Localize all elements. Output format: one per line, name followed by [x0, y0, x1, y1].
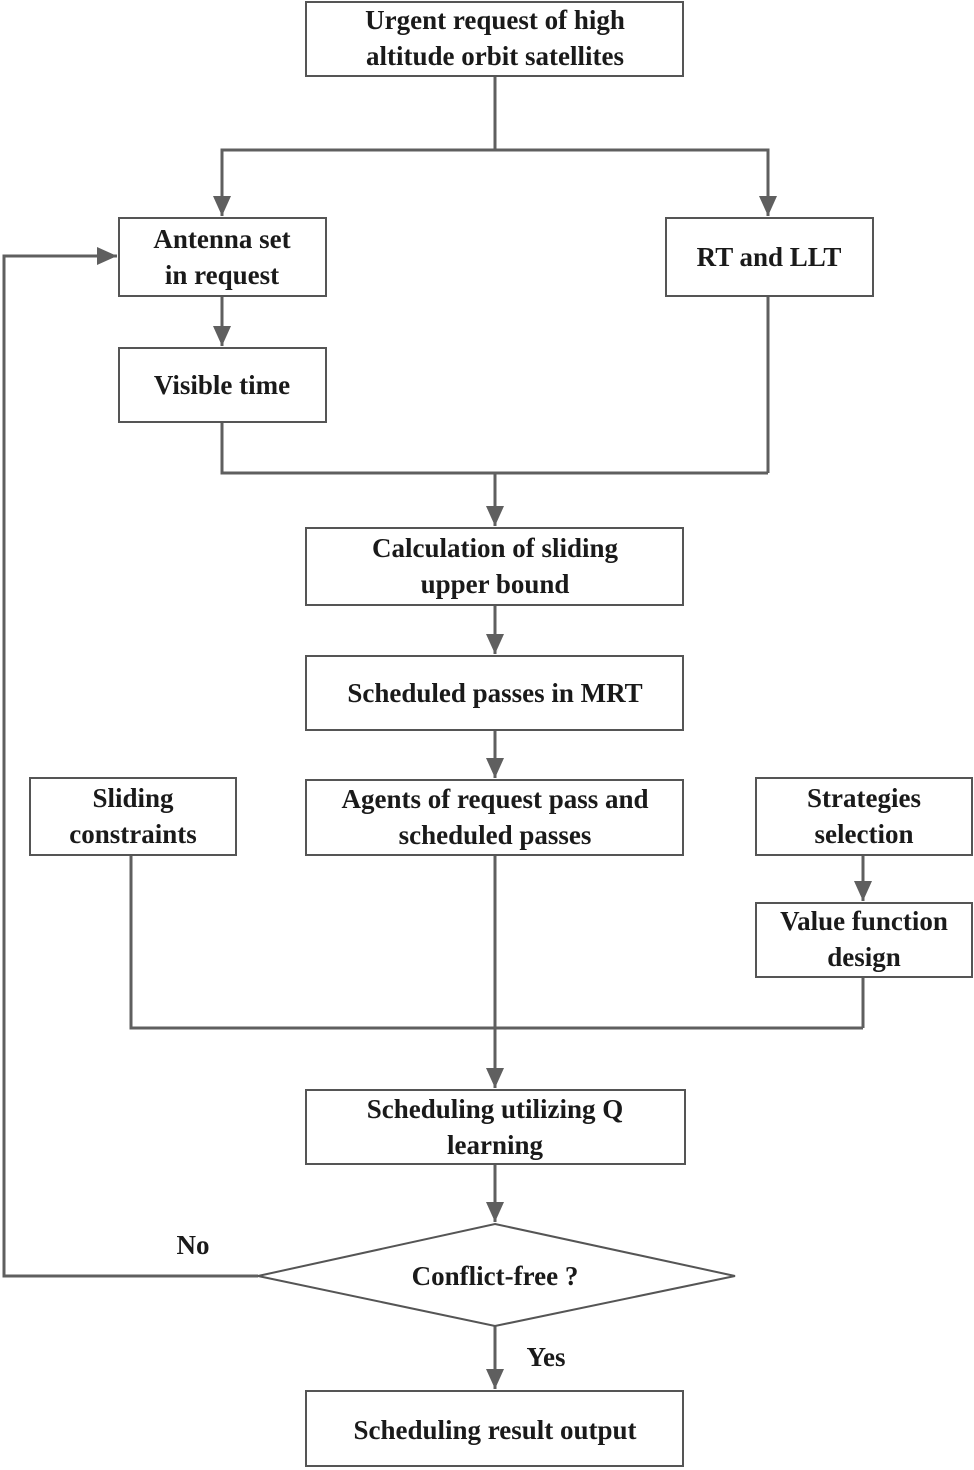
node-urgent-request-line-1: Urgent request of high	[365, 5, 625, 35]
node-scheduling-q: Scheduling utilizing Q learning	[305, 1089, 686, 1165]
node-antenna-set-line-2: in request	[165, 260, 279, 290]
node-sliding-constraints: Sliding constraints	[29, 777, 237, 856]
node-strategies-line-1: Strategies	[807, 783, 921, 813]
node-agents-line-2: scheduled passes	[399, 820, 592, 850]
node-calc-sliding-line-2: upper bound	[421, 569, 570, 599]
node-strategies-line-2: selection	[815, 819, 914, 849]
edge-decision-no-loop	[2, 247, 258, 1278]
node-visible-time-line-1: Visible time	[154, 370, 290, 400]
node-sliding-constraints-line-1: Sliding	[92, 783, 174, 813]
connectors	[2, 76, 872, 1389]
edge-label-yes: Yes	[527, 1342, 566, 1372]
node-antenna-set: Antenna set in request	[118, 217, 327, 297]
node-result-output: Scheduling result output	[305, 1390, 684, 1467]
node-sliding-constraints-line-2: constraints	[69, 819, 197, 849]
node-agents: Agents of request pass and scheduled pas…	[305, 779, 684, 856]
node-strategies: Strategies selection	[755, 777, 973, 856]
node-rt-llt: RT and LLT	[665, 217, 874, 297]
node-conflict-free-decision: Conflict-free ?	[257, 1222, 736, 1328]
node-result-output-line-1: Scheduling result output	[353, 1415, 636, 1445]
node-agents-line-1: Agents of request pass and	[341, 784, 648, 814]
node-urgent-request-line-2: altitude orbit satellites	[366, 41, 624, 71]
node-antenna-set-line-1: Antenna set	[153, 224, 290, 254]
node-value-function-line-1: Value function	[780, 906, 948, 936]
edge-label-no: No	[177, 1230, 210, 1260]
node-value-function: Value function design	[755, 902, 973, 978]
node-calc-sliding: Calculation of sliding upper bound	[305, 527, 684, 606]
node-calc-sliding-line-1: Calculation of sliding	[372, 533, 619, 563]
node-urgent-request: Urgent request of high altitude orbit sa…	[305, 1, 684, 77]
node-conflict-free-line-1: Conflict-free ?	[412, 1261, 579, 1291]
node-rt-llt-line-1: RT and LLT	[697, 242, 842, 272]
node-scheduled-passes: Scheduled passes in MRT	[305, 655, 684, 731]
edge-sliding-merge	[129, 855, 863, 1030]
edge-visible-merge	[220, 422, 768, 475]
edge-request-to-rt-llt	[495, 148, 777, 216]
node-scheduling-q-line-1: Scheduling utilizing Q	[367, 1094, 624, 1124]
node-visible-time: Visible time	[118, 347, 327, 423]
node-scheduling-q-line-2: learning	[447, 1130, 544, 1160]
node-scheduled-passes-line-1: Scheduled passes in MRT	[347, 678, 642, 708]
edge-request-to-antenna	[213, 148, 495, 216]
node-value-function-line-2: design	[827, 942, 901, 972]
